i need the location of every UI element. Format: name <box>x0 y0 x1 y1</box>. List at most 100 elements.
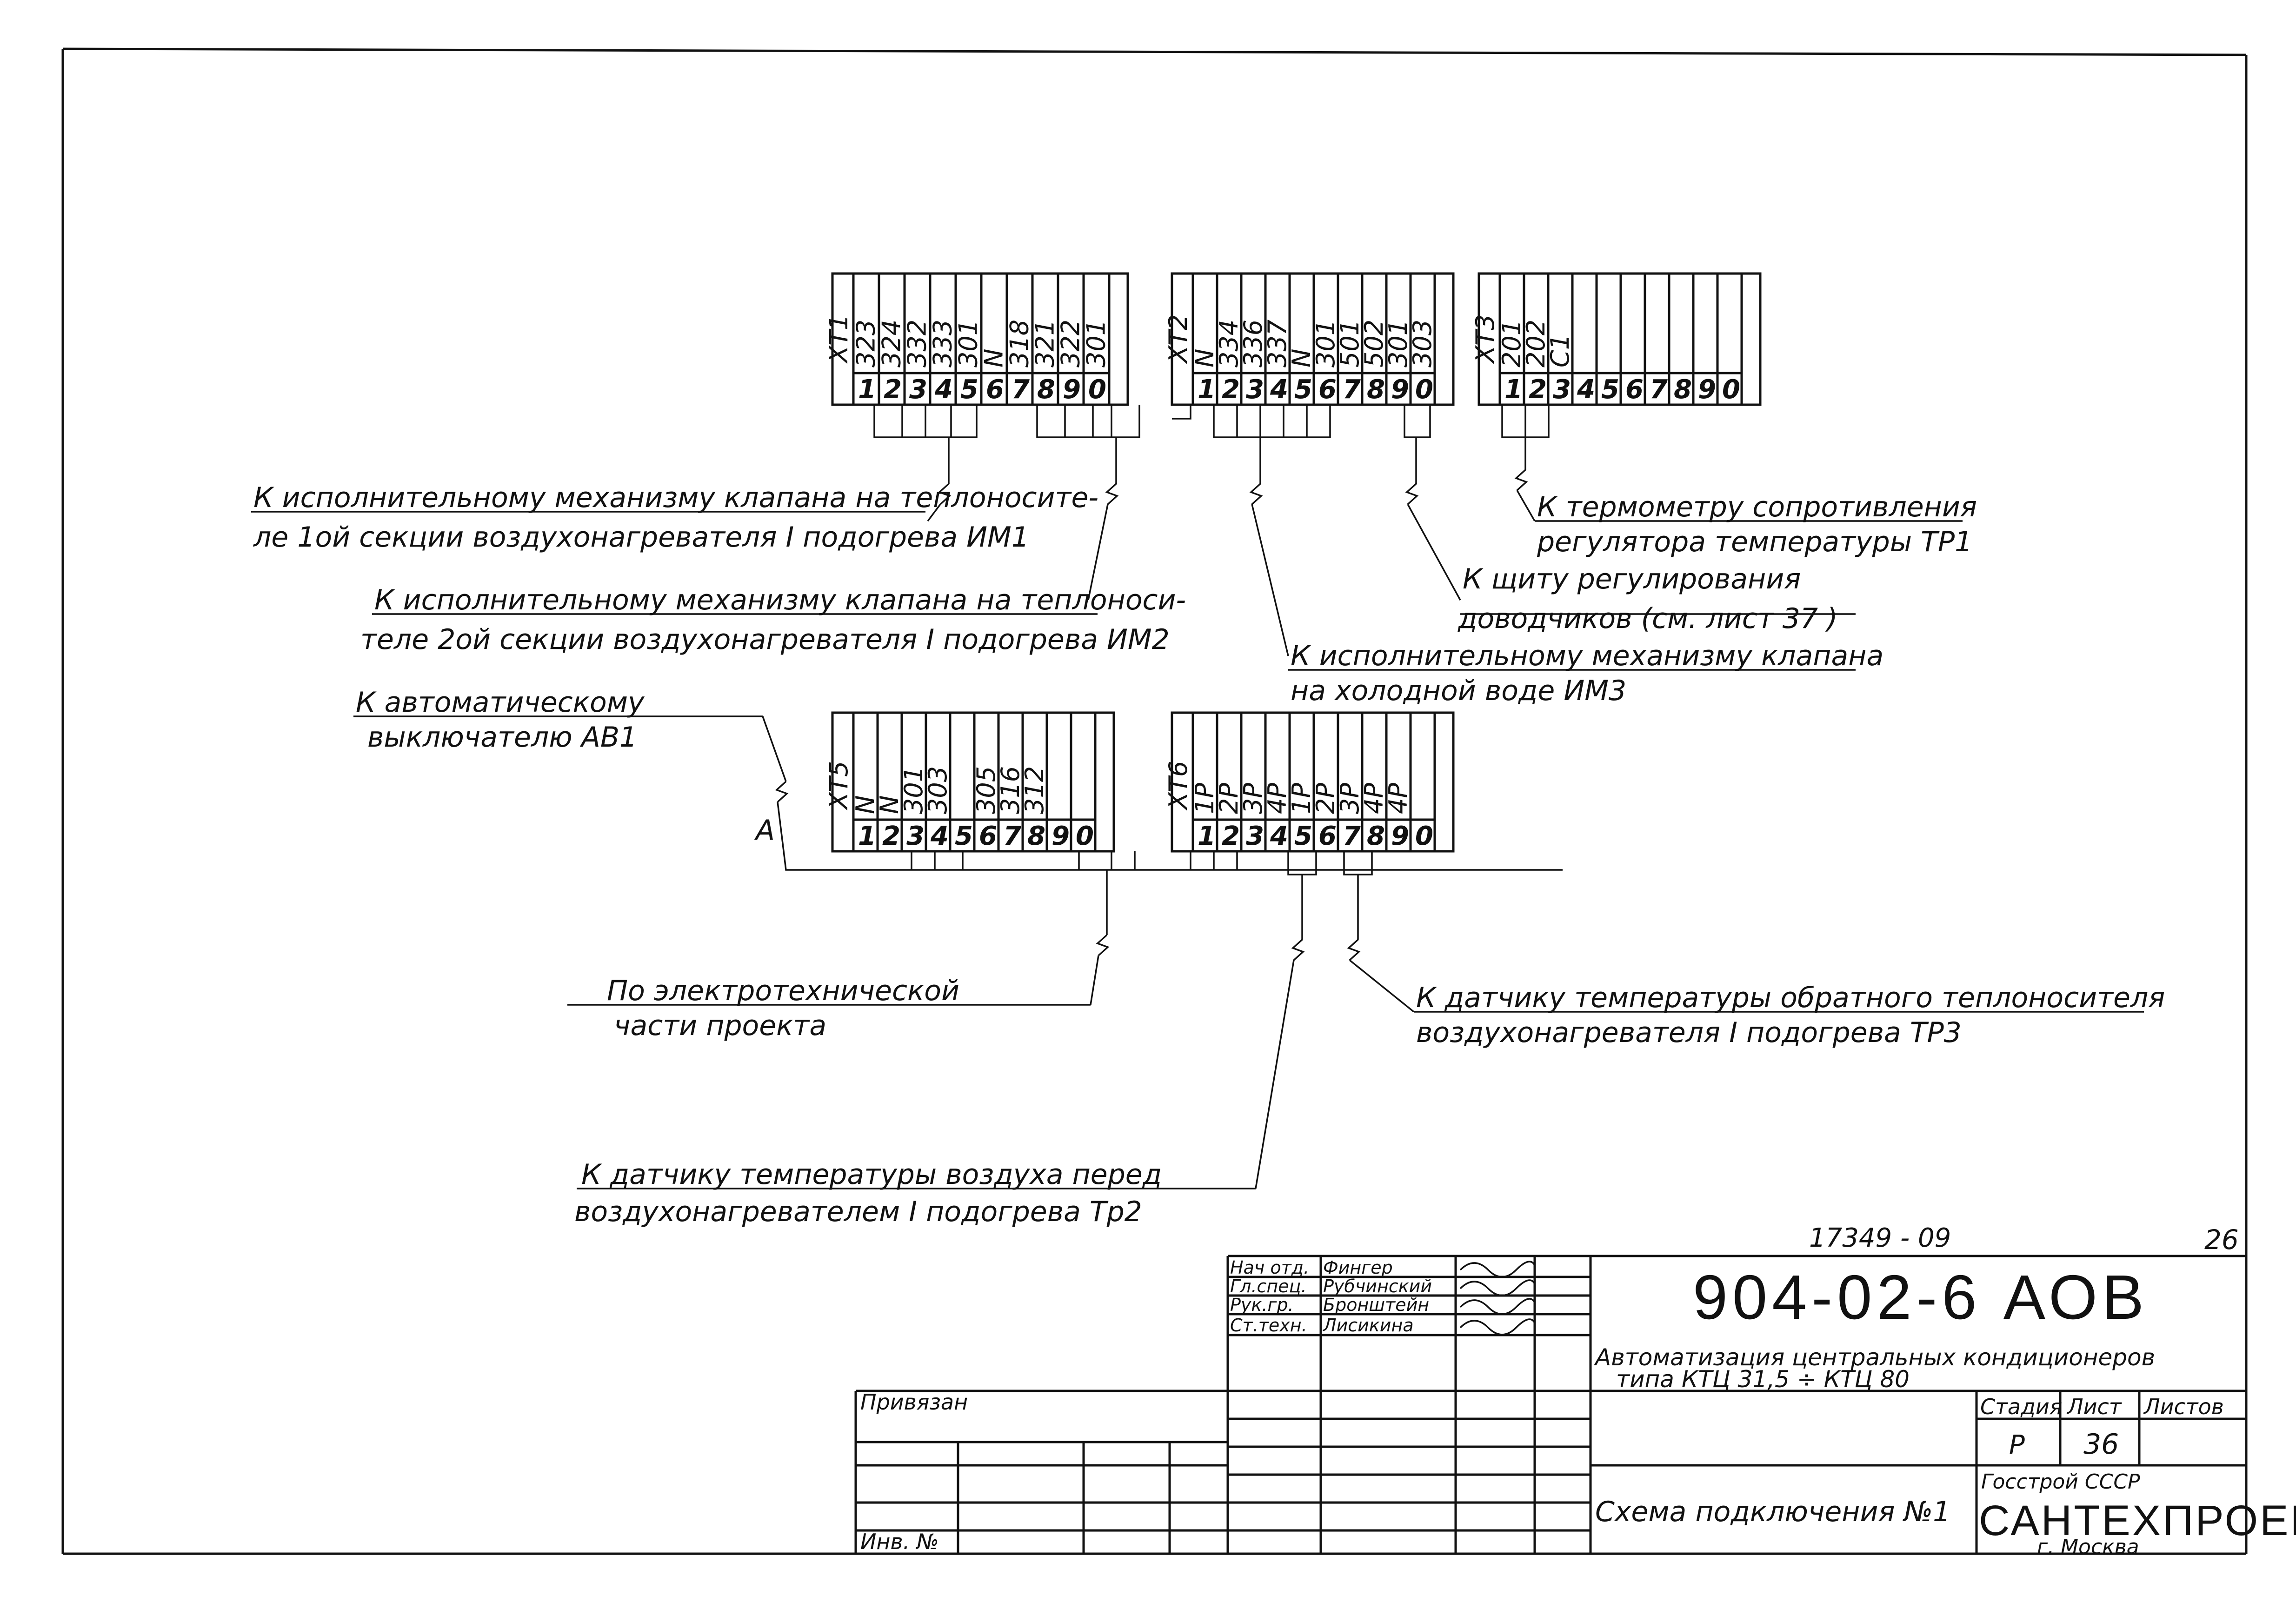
sheets-header: Листов <box>2143 1394 2224 1419</box>
wire-mark: 305 <box>972 766 1001 814</box>
sheet-header: Лист <box>2066 1394 2122 1419</box>
project-title-line2: типа КТЦ 31,5 ÷ КТЦ 80 <box>1616 1366 1910 1393</box>
label-tp2-line1: К датчику температуры воздуха перед <box>581 1158 1162 1191</box>
label-im3-line1: К исполнительному механизму клапана <box>1291 640 1883 672</box>
terminal-number: 6 <box>1318 374 1337 405</box>
terminal-number: 2 <box>1222 374 1240 405</box>
terminal-number: 2 <box>1529 374 1547 405</box>
terminal-number: 3 <box>1246 374 1264 405</box>
sheet-name: Схема подключения №1 <box>1595 1496 1950 1528</box>
project-title-line1: Автоматизация центральных кондиционеров <box>1594 1344 2155 1371</box>
sheet-corner-number: 26 <box>2204 1224 2239 1256</box>
terminal-number: 5 <box>955 821 973 851</box>
terminal-number: 9 <box>1391 821 1409 851</box>
terminal-number: 6 <box>986 374 1004 405</box>
terminal-number: 2 <box>884 374 902 405</box>
label-tp1-line1: К термометру сопротивления <box>1537 491 1977 523</box>
wire-mark: 324 <box>877 320 906 367</box>
wire-mark: 4P <box>1359 783 1389 814</box>
signer-name: Бронштейн <box>1323 1295 1429 1315</box>
label-ab1-line1: К автоматическому <box>356 686 645 719</box>
wire-mark: 301 <box>1384 320 1413 367</box>
terminal-number: 1 <box>1198 821 1216 851</box>
terminal-number: 8 <box>1027 821 1045 851</box>
signer-name: Лисикина <box>1322 1315 1414 1336</box>
sheet-value: 36 <box>2083 1428 2119 1461</box>
terminal-number: 9 <box>1391 374 1409 405</box>
label-phase-a: А <box>754 814 775 847</box>
label-im2-line2: теле 2ой секции воздухонагревателя I под… <box>360 623 1170 656</box>
terminal-number: 0 <box>1076 821 1094 851</box>
terminal-number: 7 <box>1012 374 1030 405</box>
terminal-number: 0 <box>1415 821 1433 851</box>
terminal-number: 2 <box>882 821 900 851</box>
label-im1-line1: К исполнительному механизму клапана на т… <box>253 481 1098 514</box>
terminal-number: 4 <box>1270 374 1288 405</box>
terminal-number: 4 <box>1577 374 1595 405</box>
terminal-number: 9 <box>1063 374 1081 405</box>
project-code: 904-02-6 АОВ <box>1693 1262 2149 1332</box>
wire-mark: N <box>1190 349 1219 367</box>
terminal-number: 4 <box>1270 821 1288 851</box>
wire-mark: 501 <box>1335 320 1364 367</box>
terminal-number: 8 <box>1367 374 1385 405</box>
wire-mark: N <box>875 795 904 814</box>
wire-mark: 303 <box>1408 320 1437 367</box>
wire-mark: 301 <box>1311 320 1340 367</box>
wire-mark: 316 <box>996 766 1025 814</box>
terminal-number: 6 <box>979 821 997 851</box>
wire-mark: 337 <box>1263 320 1292 367</box>
wire-mark: 2P <box>1311 783 1340 814</box>
signature-scribble <box>1459 1261 1536 1278</box>
terminal-number: 8 <box>1674 374 1692 405</box>
wire-mark: C1 <box>1545 334 1575 367</box>
wire-mark: 4P <box>1263 783 1292 814</box>
wire-mark: 318 <box>1005 320 1034 367</box>
terminal-block-id: XT2 <box>1164 314 1193 364</box>
connection-labels: К исполнительному механизму клапана на т… <box>253 481 2165 1228</box>
terminal-number: 1 <box>1198 374 1216 405</box>
terminal-number: 1 <box>1504 374 1523 405</box>
terminal-number: 9 <box>1698 374 1716 405</box>
terminal-number: 7 <box>1650 374 1668 405</box>
terminal-number: 5 <box>960 374 978 405</box>
label-tp1-line2: регулятора температуры ТР1 <box>1537 526 1972 558</box>
signer-name: Фингер <box>1323 1257 1393 1278</box>
terminal-number: 8 <box>1367 821 1385 851</box>
wire-mark: 301 <box>954 320 983 367</box>
terminal-number: 6 <box>1625 374 1644 405</box>
wire-mark: N <box>979 349 1009 367</box>
title-block: 17349 - 09 26 904-02-6 АОВ Автоматизация… <box>854 1223 2296 1559</box>
wire-mark: 502 <box>1359 320 1389 367</box>
org-city: г. Москва <box>2037 1535 2139 1559</box>
label-panel-line2: доводчиков (см. лист 37 ) <box>1457 602 1838 635</box>
terminal-number: 7 <box>1003 821 1021 851</box>
wire-mark: N <box>1287 349 1316 367</box>
wire-mark: 333 <box>928 320 958 367</box>
label-tp3-line1: К датчику температуры обратного теплонос… <box>1416 982 2165 1014</box>
doc-number: 17349 - 09 <box>1809 1223 1951 1253</box>
wire-mark: 323 <box>852 320 881 367</box>
inv-label: Инв. № <box>860 1529 939 1554</box>
terminal-number: 1 <box>858 374 876 405</box>
label-im2-line1: К исполнительному механизму клапана на т… <box>374 584 1186 616</box>
org-ministry: Госстрой СССР <box>1981 1470 2140 1494</box>
wire-mark: 322 <box>1056 320 1085 367</box>
signers-table: Нач отд.Гл.спец.Рук.гр.Ст.техн.ФингерРуб… <box>1230 1257 1536 1336</box>
wire-mark: 201 <box>1497 320 1526 367</box>
terminal-number: 7 <box>1343 821 1361 851</box>
terminal-block-id: XT6 <box>1164 761 1193 811</box>
terminal-number: 3 <box>909 374 927 405</box>
wire-mark: 301 <box>1082 320 1111 367</box>
wire-mark: 1P <box>1287 783 1316 814</box>
wire-mark: 4P <box>1384 783 1413 814</box>
terminal-number: 0 <box>1722 374 1740 405</box>
wire-mark: 3P <box>1335 783 1364 814</box>
wire-mark: 1P <box>1190 783 1219 814</box>
wire-mark: 2P <box>1214 783 1244 814</box>
bound-label: Привязан <box>860 1390 968 1415</box>
